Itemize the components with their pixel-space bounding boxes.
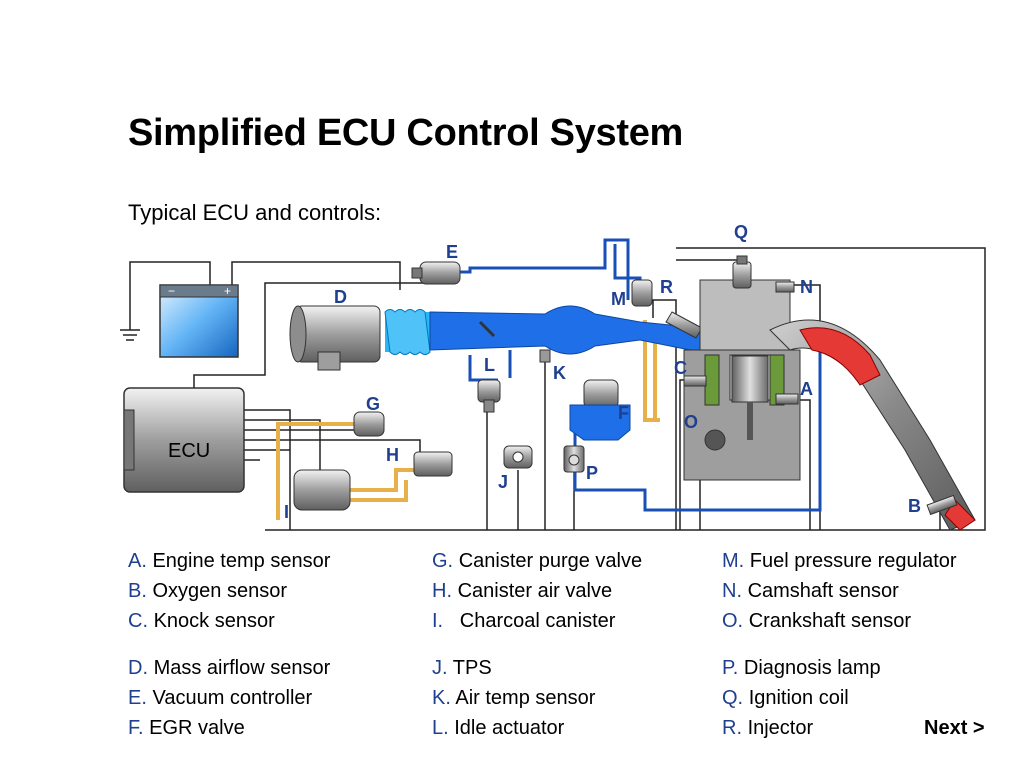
legend-item-q: Q. Ignition coil (722, 687, 849, 709)
legend-col-2a: G. Canister purge valve H. Canister air … (432, 546, 642, 636)
legend-item-h: H. Canister air valve (432, 580, 613, 602)
callout-o: O (684, 412, 698, 432)
legend-item-d: D. Mass airflow sensor (128, 657, 331, 679)
next-button[interactable]: Next > (924, 717, 985, 739)
callout-b: B (908, 496, 921, 516)
page-title: Simplified ECU Control System (128, 112, 684, 154)
callout-i: I (284, 502, 289, 522)
legend-item-b: B. Oxygen sensor (128, 580, 287, 602)
legend-item-k: K. Air temp sensor (432, 687, 596, 709)
legend-col-2b: J. TPS K. Air temp sensor L. Idle actuat… (432, 653, 595, 743)
canister-purge-valve (353, 411, 385, 437)
legend-item-c: C. Knock sensor (128, 610, 275, 632)
callout-a: A (800, 379, 813, 399)
callout-labels: Q E D M R N L K C A G F O H P J B I (284, 222, 921, 522)
engine-temp-sensor (775, 393, 799, 405)
knock-sensor (683, 375, 707, 387)
legend-item-p: P. Diagnosis lamp (722, 657, 881, 679)
legend-item-o: O. Crankshaft sensor (722, 610, 911, 632)
mass-airflow-sensor (289, 305, 381, 371)
callout-e: E (446, 242, 458, 262)
exhaust-pipe (769, 319, 976, 531)
canister-air-valve (413, 451, 453, 477)
legend-item-i: I. Charcoal canister (432, 610, 616, 632)
oxygen-sensor (926, 494, 958, 516)
legend-col-3b: P. Diagnosis lamp Q. Ignition coil R. In… (722, 653, 881, 743)
legend-col-1b: D. Mass airflow sensor E. Vacuum control… (128, 653, 330, 743)
idle-actuator (477, 379, 501, 413)
legend-item-g: G. Canister purge valve (432, 550, 643, 572)
charcoal-canister (293, 469, 351, 511)
callout-c: C (674, 358, 687, 378)
legend-item-a: A. Engine temp sensor (128, 550, 331, 572)
camshaft-sensor (775, 281, 795, 293)
legend-item-j: J. TPS (432, 657, 492, 679)
callout-q: Q (734, 222, 748, 242)
callout-m: M (611, 289, 626, 309)
legend-item-l: L. Idle actuator (432, 717, 565, 739)
throttle-position-sensor (503, 445, 533, 469)
legend-item-e: E. Vacuum controller (128, 687, 313, 709)
ignition-coil (732, 255, 752, 289)
diagnosis-lamp (563, 445, 585, 473)
intake-duct (384, 305, 740, 355)
air-temp-sensor (539, 349, 551, 363)
callout-d: D (334, 287, 347, 307)
vacuum-controller (411, 261, 461, 285)
callout-g: G (366, 394, 380, 414)
battery-group: − + (120, 261, 401, 358)
callout-f: F (618, 403, 629, 423)
callout-h: H (386, 445, 399, 465)
callout-l: L (484, 355, 495, 375)
legend-item-n: N. Camshaft sensor (722, 580, 899, 602)
battery-icon: − + (159, 284, 239, 358)
legend-item-r: R. Injector (722, 717, 814, 739)
battery-plus-label: + (224, 284, 231, 298)
legend-col-1a: A. Engine temp sensor B. Oxygen sensor C… (128, 546, 330, 636)
legend-item-m: M. Fuel pressure regulator (722, 550, 957, 572)
callout-k: K (553, 363, 566, 383)
callout-n: N (800, 277, 813, 297)
egr-valve (569, 379, 631, 441)
legend-item-f: F. EGR valve (128, 717, 245, 739)
battery-minus-label: − (168, 284, 175, 298)
callout-r: R (660, 277, 673, 297)
callout-p: P (586, 463, 598, 483)
ecu-label: ECU (168, 440, 210, 462)
injector (665, 311, 703, 339)
ecu-unit: ECU (123, 387, 245, 493)
engine-block (683, 279, 801, 481)
callout-j: J (498, 472, 508, 492)
legend-col-3a: M. Fuel pressure regulator N. Camshaft s… (722, 546, 957, 636)
page-subtitle: Typical ECU and controls: (128, 200, 382, 225)
fuel-pressure-regulator (631, 279, 653, 307)
